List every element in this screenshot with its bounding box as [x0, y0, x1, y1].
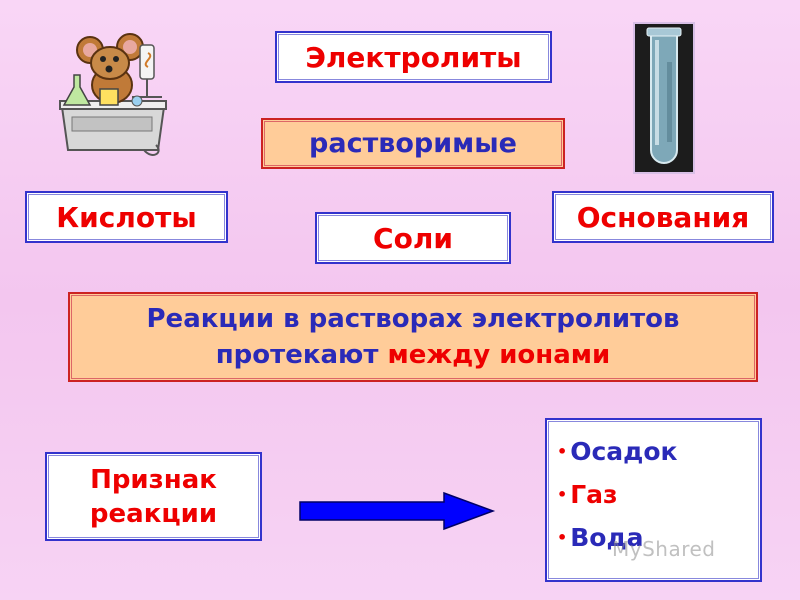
mouse-chemist-illustration: [59, 33, 167, 156]
bases-box: Основания: [552, 191, 774, 243]
bullet-icon: •: [557, 528, 568, 547]
reaction-sign-line2: реакции: [89, 498, 218, 529]
result-item: • Осадок: [557, 430, 678, 473]
reaction-results-box: • Осадок • Газ • Вода: [545, 418, 762, 582]
reaction-sign-box: Признак реакции: [45, 452, 262, 541]
salts-box: Соли: [315, 212, 511, 264]
electrolytes-box: Электролиты: [275, 31, 552, 83]
salts-label: Соли: [373, 221, 453, 255]
result-item: • Газ: [557, 473, 618, 516]
result-label: Вода: [570, 523, 644, 552]
result-item: • Вода: [557, 516, 644, 559]
acids-box: Кислоты: [25, 191, 228, 243]
electrolytes-label: Электролиты: [305, 40, 522, 74]
reaction-statement-line1: Реакции в растворах электролитов: [146, 304, 680, 334]
acids-label: Кислоты: [56, 200, 197, 234]
test-tube-illustration: [633, 22, 695, 174]
result-label: Осадок: [570, 437, 678, 466]
reaction-statement-box: Реакции в растворах электролитов протека…: [68, 292, 758, 382]
reaction-statement-highlight: между ионами: [387, 340, 611, 370]
bases-label: Основания: [576, 200, 750, 234]
reaction-statement-prefix: протекают: [215, 340, 388, 370]
soluble-box: растворимые: [261, 118, 565, 169]
bullet-icon: •: [557, 442, 568, 461]
result-label: Газ: [570, 480, 618, 509]
bullet-icon: •: [557, 485, 568, 504]
watermark-text: MyShared: [612, 537, 716, 561]
reaction-statement-line2: протекают между ионами: [216, 337, 611, 373]
soluble-label: растворимые: [309, 128, 517, 159]
right-arrow-icon: [299, 491, 496, 531]
reaction-sign-line1: Признак: [90, 464, 217, 495]
